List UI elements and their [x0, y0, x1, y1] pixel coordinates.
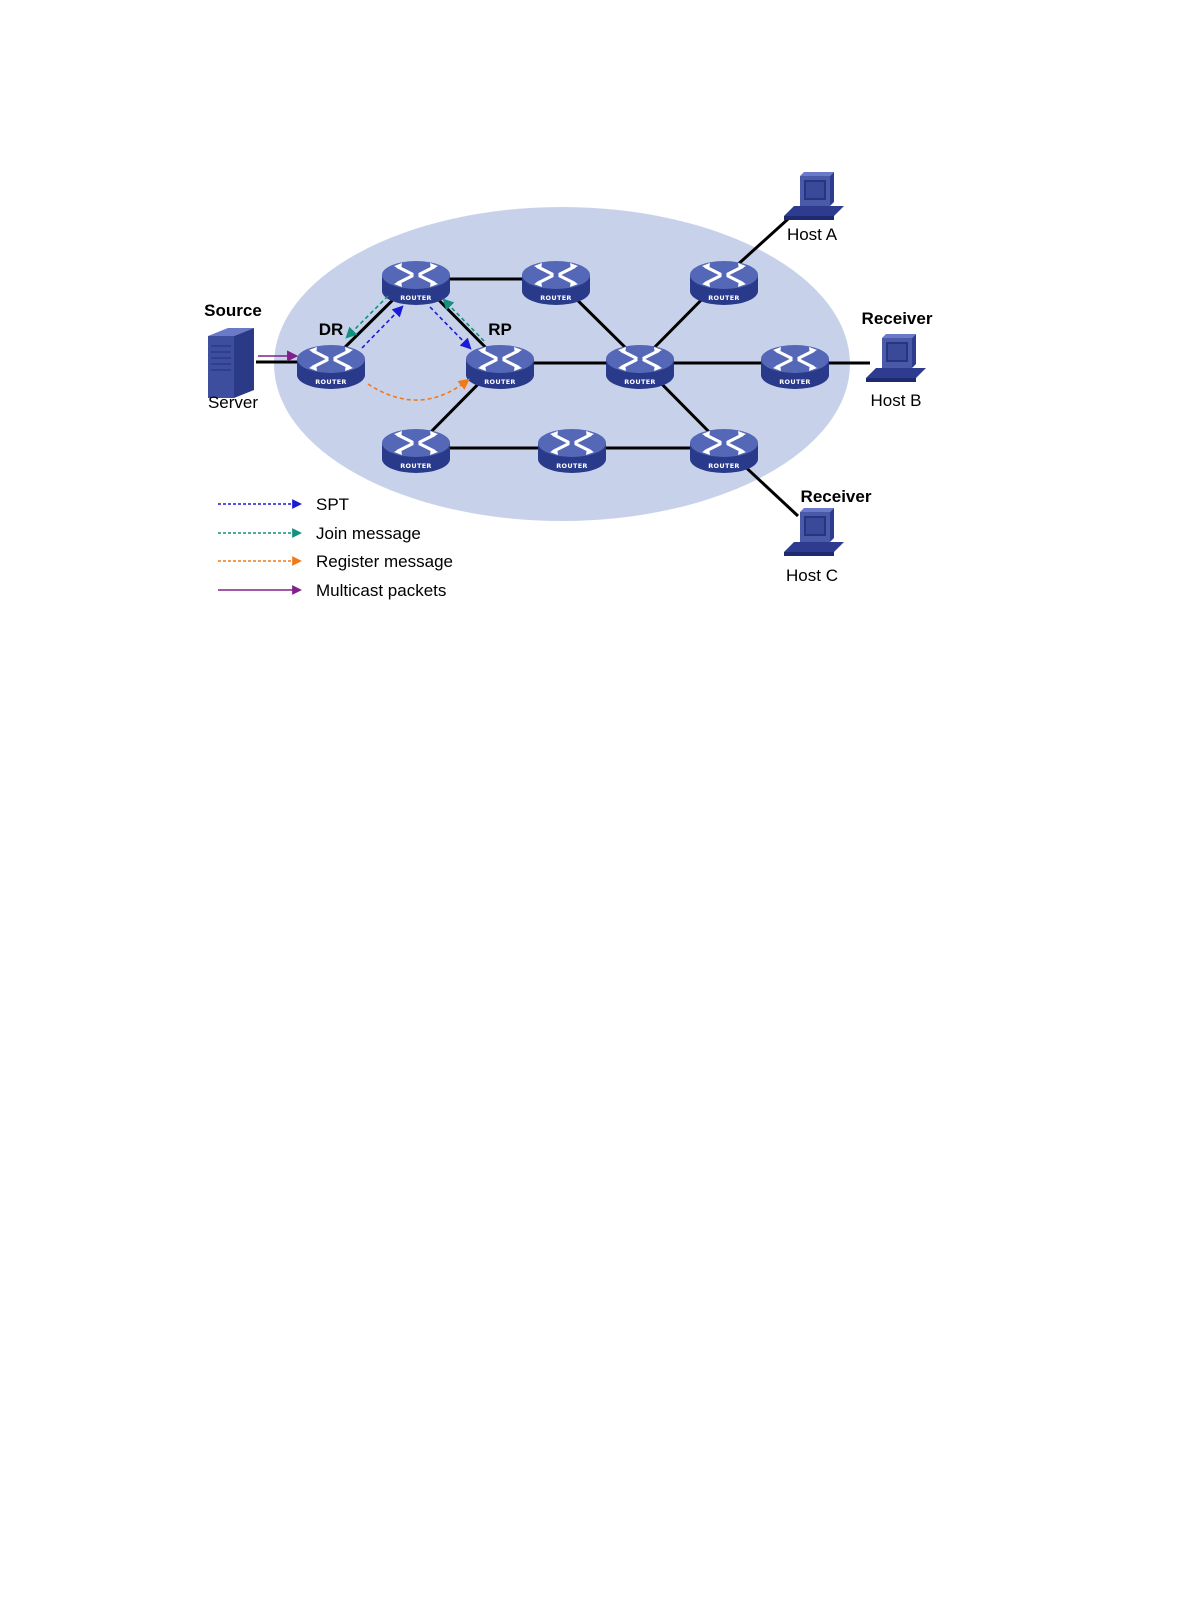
legend-label: Register message [316, 552, 453, 571]
host-c-icon [784, 508, 844, 556]
svg-text:ROUTER: ROUTER [315, 378, 347, 386]
source-label: Source [204, 301, 262, 320]
server-icon [208, 328, 254, 398]
host-c-label: Host C [786, 566, 838, 585]
legend-item-multicast: Multicast packets [218, 581, 446, 600]
router-center: ROUTER [606, 345, 674, 389]
svg-text:ROUTER: ROUTER [400, 462, 432, 470]
legend: SPT Join message Register message Multic… [218, 495, 453, 600]
router-bottom-2: ROUTER [538, 429, 606, 473]
router-bottom-1: ROUTER [382, 429, 450, 473]
svg-text:ROUTER: ROUTER [708, 462, 740, 470]
rp-label: RP [488, 320, 512, 339]
legend-label: SPT [316, 495, 349, 514]
svg-text:ROUTER: ROUTER [779, 378, 811, 386]
dr-label: DR [319, 320, 344, 339]
legend-item-register: Register message [218, 552, 453, 571]
router-rp: ROUTER [466, 345, 534, 389]
router-dr: ROUTER [297, 345, 365, 389]
svg-text:ROUTER: ROUTER [484, 378, 516, 386]
host-b-icon [866, 334, 926, 382]
host-a-label: Host A [787, 225, 838, 244]
router-top-1: ROUTER [382, 261, 450, 305]
legend-item-spt: SPT [218, 495, 349, 514]
host-b-label: Host B [870, 391, 921, 410]
svg-text:ROUTER: ROUTER [624, 378, 656, 386]
svg-text:ROUTER: ROUTER [708, 294, 740, 302]
receiver-b-label: Receiver [862, 309, 933, 328]
router-right: ROUTER [761, 345, 829, 389]
legend-label: Multicast packets [316, 581, 446, 600]
server-label: Server [208, 393, 258, 412]
router-bottom-3: ROUTER [690, 429, 758, 473]
svg-text:ROUTER: ROUTER [556, 462, 588, 470]
receiver-c-label: Receiver [801, 487, 872, 506]
legend-label: Join message [316, 524, 421, 543]
svg-text:ROUTER: ROUTER [400, 294, 432, 302]
host-a-icon [784, 172, 844, 220]
svg-text:ROUTER: ROUTER [540, 294, 572, 302]
router-top-3: ROUTER [690, 261, 758, 305]
legend-item-join: Join message [218, 524, 421, 543]
router-top-2: ROUTER [522, 261, 590, 305]
